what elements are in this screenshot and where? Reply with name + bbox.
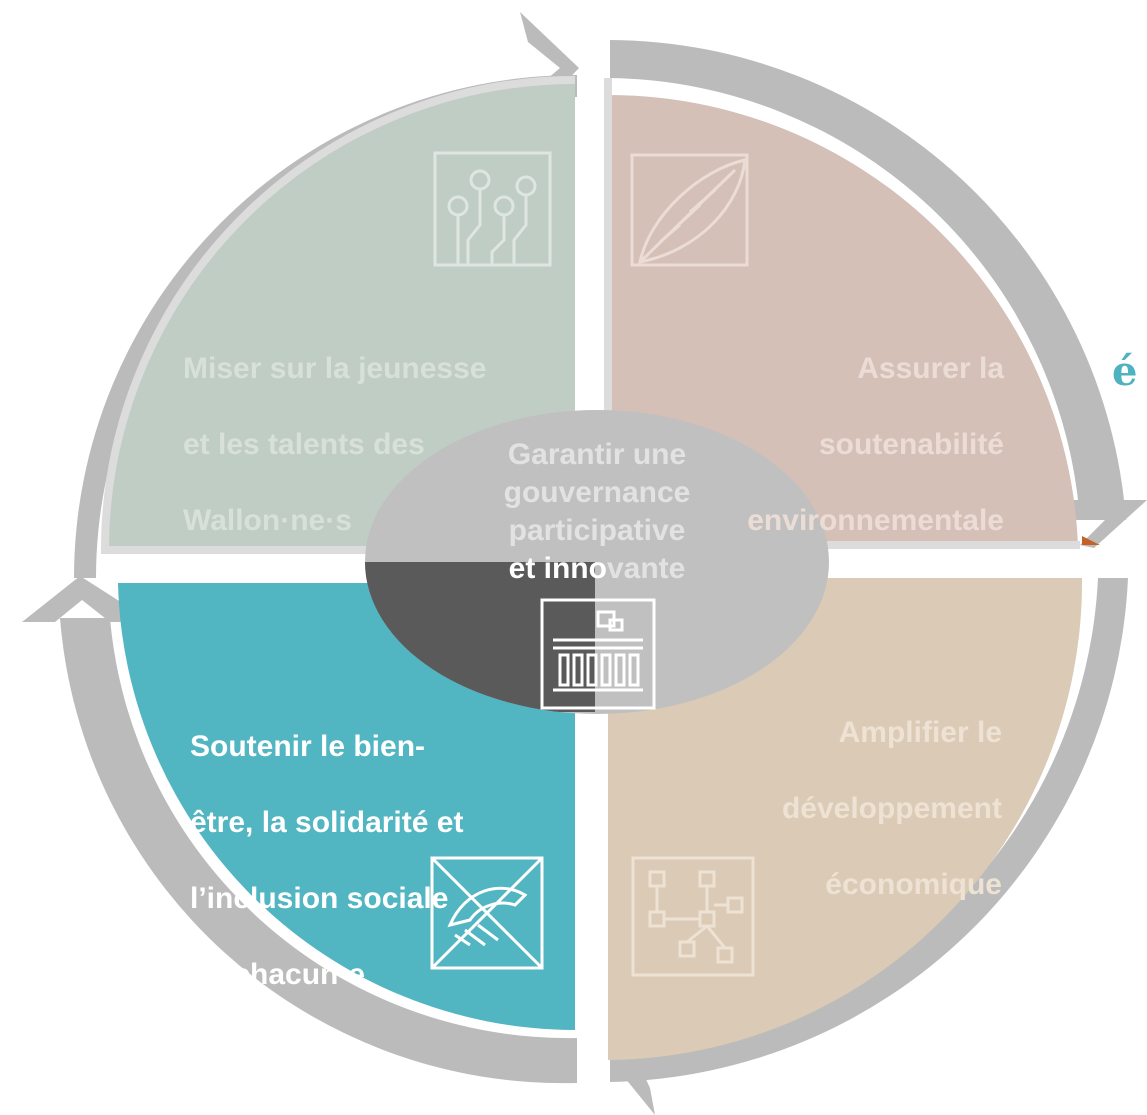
label-line: et les talents des (183, 428, 425, 461)
label-line: Wallon·ne·s (183, 504, 352, 537)
label-line: Amplifier le (838, 716, 1002, 749)
quadrant-label-social-inclusion: Soutenir le bien- être, la solidarité et… (190, 690, 463, 1032)
label-line: soutenabilité (818, 428, 1004, 461)
quadrant-label-environment: Assurer la soutenabilité environnemental… (747, 312, 1004, 578)
handshake-icon (430, 856, 544, 970)
label-line: développement (781, 792, 1002, 825)
circuit-board-icon (433, 151, 552, 267)
arrow-bottom-right (610, 578, 1128, 1082)
quadrant-bottom-right (608, 578, 1083, 1060)
label-line: Soutenir le bien- (190, 730, 426, 763)
label-line: Miser sur la jeunesse (183, 352, 487, 385)
arrowhead-top-right-accent (1082, 536, 1100, 545)
center-line: Garantir une (507, 438, 687, 471)
arrow-bottom-left (60, 618, 577, 1084)
quadrant-label-youth-talents: Miser sur la jeunesse et les talents des… (183, 312, 487, 578)
leaf-icon (630, 153, 749, 267)
label-line: Assurer la (857, 352, 1004, 385)
label-line: l’inclusion sociale (190, 882, 449, 915)
label-line: être, la solidarité et (190, 806, 464, 839)
cropped-text-fragment: é (1112, 348, 1138, 395)
label-line: économique (825, 868, 1002, 901)
center-line-last-rest: vante (606, 552, 686, 585)
quadrant-label-economic-development: Amplifier le développement économique (782, 676, 1002, 942)
center-line: gouvernance (503, 476, 691, 509)
arrow-top-right (610, 40, 1126, 520)
quadrant-bottom-left (118, 583, 575, 1030)
network-icon (631, 856, 755, 977)
label-line: environnementale (747, 504, 1004, 537)
institution-icon (540, 598, 656, 710)
quadrant-separator-top-left (100, 76, 576, 554)
center-line-last: et innovante (438, 550, 756, 588)
label-line: de chacun·e (190, 958, 366, 991)
center-ellipse-highlight (365, 562, 595, 712)
center-line: participative (508, 514, 686, 547)
center-label-governance: Garantir une gouvernance participative e… (438, 436, 756, 588)
center-line-last-highlighted: et inno (508, 552, 607, 585)
